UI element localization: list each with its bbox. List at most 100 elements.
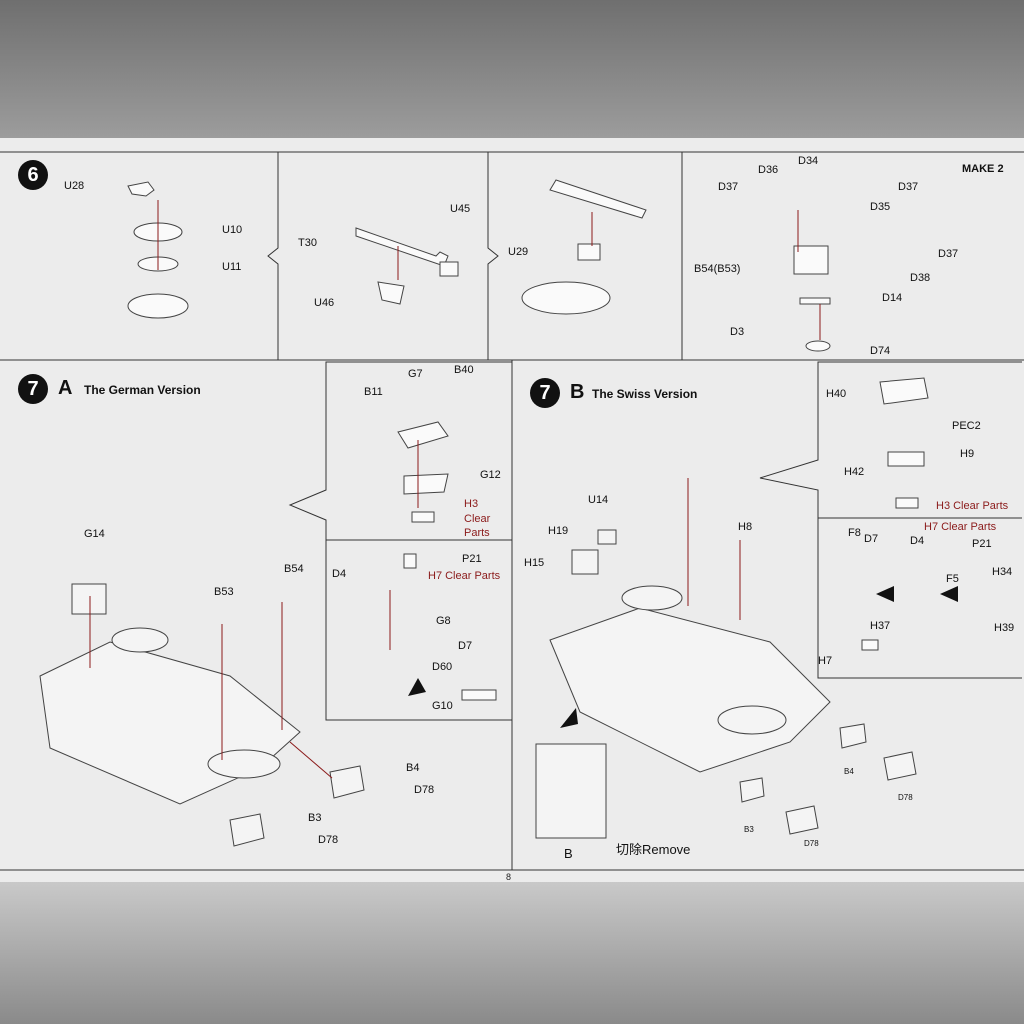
label-b3: B3	[308, 812, 322, 824]
d14-plate-sketch	[799, 297, 831, 305]
h15-box-sketch	[571, 549, 599, 575]
label-detail-b: B	[564, 846, 573, 861]
label-h3-parts: Parts	[464, 527, 490, 539]
t30-gun-sketch	[355, 227, 449, 267]
label-u46: U46	[314, 297, 335, 309]
label-u10: U10	[222, 224, 243, 236]
label-g10: G10	[432, 700, 453, 712]
u45-box-sketch	[439, 261, 459, 277]
label-swiss-b4: B4	[844, 767, 854, 776]
label-u28: U28	[64, 180, 85, 192]
label-d37-left: D37	[718, 181, 739, 193]
label-h9: H9	[960, 448, 975, 460]
d74-foot-sketch	[805, 340, 831, 352]
page-number: 8	[506, 872, 512, 882]
german-hatch-sketch	[207, 749, 281, 779]
label-h19: H19	[548, 525, 569, 537]
h37-part-sketch	[861, 639, 879, 651]
p21-sketch	[403, 553, 417, 569]
label-h3-clear: Clear	[464, 513, 491, 525]
swiss-b4-sketch	[839, 723, 867, 749]
label-d7-7b: D7	[864, 533, 879, 545]
base-ring-sketch	[127, 293, 189, 319]
label-h7-clear-parts-7b: H7 Clear Parts	[924, 521, 997, 533]
direction-arrow-7b	[560, 708, 578, 728]
label-b54-b53: B54(B53)	[694, 263, 741, 275]
panel-border-step6-1	[267, 152, 279, 360]
inset-border-7a	[288, 361, 512, 721]
label-f5: F5	[946, 573, 959, 585]
swiss-d78b-sketch	[785, 805, 819, 835]
label-b4: B4	[406, 762, 420, 774]
label-g7: G7	[408, 368, 423, 380]
label-d78-lower: D78	[318, 834, 339, 846]
label-h7: H7	[818, 655, 833, 667]
label-d38: D38	[910, 272, 931, 284]
h40-sight-sketch	[879, 377, 929, 405]
swiss-d78a-sketch	[883, 751, 917, 781]
u29-turret-ring-sketch	[521, 281, 611, 315]
label-d4: D4	[332, 568, 347, 580]
g10-base-sketch	[461, 689, 497, 701]
u29-gun-sketch	[549, 179, 647, 219]
label-d36: D36	[758, 164, 779, 176]
label-d78-upper: D78	[414, 784, 435, 796]
label-swiss-b3: B3	[744, 825, 754, 834]
label-h7-clear-parts: H7 Clear Parts	[428, 570, 501, 582]
arrow-b4	[289, 741, 333, 779]
label-d37-right: D37	[898, 181, 919, 193]
label-d37-lower: D37	[938, 248, 959, 260]
label-h3: H3	[464, 498, 479, 510]
u29-mount-sketch	[577, 243, 601, 261]
swiss-turret-ring-sketch	[621, 585, 683, 611]
g12-bracket-sketch	[403, 473, 449, 495]
label-b54: B54	[284, 563, 304, 575]
step-7a-badge: 7	[18, 374, 48, 404]
h19-box-sketch	[597, 529, 617, 545]
label-t30: T30	[298, 237, 317, 249]
german-hull-sketch	[39, 641, 301, 805]
step-6-badge: 6	[18, 160, 48, 190]
label-b53: B53	[214, 586, 234, 598]
label-f8: F8	[848, 527, 861, 539]
label-g14: G14	[84, 528, 105, 540]
label-p21: P21	[462, 553, 482, 565]
step-7a-letter: A	[58, 377, 73, 399]
label-d74: D74	[870, 345, 891, 357]
label-b40: B40	[454, 364, 474, 376]
label-d4-7b: D4	[910, 535, 925, 547]
make-2-note: MAKE 2	[962, 163, 1004, 175]
german-turret-ring-sketch	[111, 627, 169, 653]
label-d34: D34	[798, 155, 819, 167]
u28-gun-sketch	[127, 181, 155, 197]
label-h3-clear-parts-7b: H3 Clear Parts	[936, 500, 1009, 512]
photo-background-top	[0, 0, 1024, 138]
label-h15: H15	[524, 557, 545, 569]
label-h40: H40	[826, 388, 847, 400]
label-d7: D7	[458, 640, 473, 652]
panel-border-step6-2	[487, 152, 499, 360]
direction-arrow-7a	[408, 678, 426, 696]
label-swiss-d78-lower: D78	[804, 839, 819, 848]
label-g8: G8	[436, 615, 451, 627]
u46-mount-sketch	[377, 281, 405, 305]
inset-border-7b	[759, 361, 1022, 679]
label-b11: B11	[364, 386, 383, 398]
label-d14: D14	[882, 292, 903, 304]
h3-clear-sketch	[411, 511, 435, 523]
step-7b-badge: 7	[530, 378, 560, 408]
process-arrow-2	[940, 586, 958, 602]
b4-part-sketch	[329, 765, 365, 799]
label-h34: H34	[992, 566, 1013, 578]
label-d35: D35	[870, 201, 891, 213]
h3-clear-7b-sketch	[895, 497, 919, 509]
b54-mount-sketch	[793, 245, 829, 275]
label-u11: U11	[222, 261, 242, 273]
label-u45: U45	[450, 203, 471, 215]
label-d3: D3	[730, 326, 745, 338]
label-pec2: PEC2	[952, 420, 981, 432]
label-d60: D60	[432, 661, 453, 673]
h9-base-sketch	[887, 451, 925, 467]
label-swiss-d78-upper: D78	[898, 793, 913, 802]
label-h39: H39	[994, 622, 1015, 634]
